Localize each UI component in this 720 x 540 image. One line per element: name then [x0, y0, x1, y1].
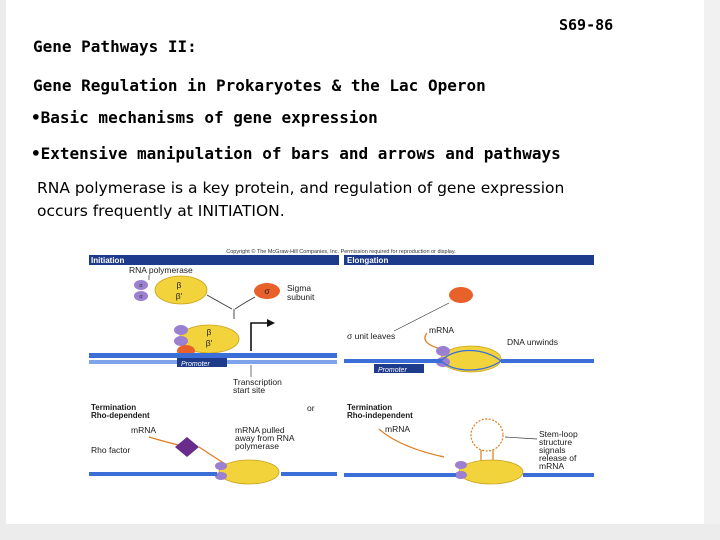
- rho-dependent-heading: Rho-dependent: [91, 411, 150, 420]
- alpha-subunit: [436, 346, 450, 356]
- alpha-subunit: [134, 280, 148, 290]
- right-border: [704, 0, 720, 540]
- mrna-pulled-label-2: away from RNA: [235, 433, 295, 443]
- sigma-leaves-label: σ unit leaves: [347, 331, 395, 341]
- stem-loop-label-5: mRNA: [539, 461, 564, 471]
- alpha-subunit: [215, 472, 227, 480]
- beta-prime-label: β': [176, 291, 183, 301]
- alpha-subunit: [215, 462, 227, 470]
- termination-heading: Termination: [91, 403, 136, 412]
- mrna-strand: [424, 332, 442, 350]
- rho-independent-mrna-label: mRNA: [385, 424, 410, 434]
- title-line-2: Gene Regulation in Prokaryotes & the Lac…: [33, 76, 486, 95]
- elongating-polymerase: [436, 345, 502, 373]
- beta-label: β: [177, 280, 182, 290]
- binding-arrow: [206, 294, 233, 310]
- promoter-box: [177, 358, 227, 367]
- rna-polymerase-label: RNA polymerase: [129, 265, 193, 275]
- promoter-box: [374, 364, 424, 373]
- title-line-1: Gene Pathways II:: [33, 37, 197, 56]
- start-arrowhead: [267, 319, 275, 327]
- transcription-bubble: [440, 350, 502, 371]
- alpha-subunit: [455, 461, 467, 469]
- alpha-subunit: [134, 291, 148, 301]
- alpha-label: α: [139, 283, 143, 289]
- alpha-subunit: [174, 325, 188, 335]
- beta-prime-label: β': [206, 338, 213, 348]
- left-border: [0, 0, 6, 540]
- sigma-subunit-label-2: subunit: [287, 292, 315, 302]
- rho-factor: [175, 437, 199, 457]
- promoter-label: Promoter: [378, 367, 407, 374]
- sigma-label: σ: [264, 286, 270, 296]
- mrna-pulled-label-1: mRNA pulled: [235, 425, 285, 435]
- rho-mrna-label: mRNA: [131, 425, 156, 435]
- note-text-line: RNA polymerase is a key protein, and reg…: [37, 179, 565, 197]
- free-rna-polymerase: α α β β': [134, 275, 208, 305]
- initiation-heading: Initiation: [91, 256, 124, 265]
- alpha-subunit: [174, 336, 188, 346]
- dna-strand: [501, 359, 594, 363]
- or-label: or: [307, 403, 315, 413]
- elongation-heading: Elongation: [347, 256, 388, 265]
- bottom-border: [0, 524, 720, 540]
- holoenzyme: β β': [174, 324, 240, 357]
- dna-strand: [344, 473, 456, 477]
- termination-heading: Termination: [347, 403, 392, 412]
- termination-rho-dependent-panel: Termination Rho-dependent or mRNA mRNA p…: [89, 403, 337, 485]
- alpha-subunit: [455, 471, 467, 479]
- stem-loop: [470, 418, 504, 463]
- sigma-subunit: [254, 283, 280, 299]
- figure-copyright: Copyright © The McGraw-Hill Companies, I…: [226, 248, 456, 255]
- transcription-figure: Copyright © The McGraw-Hill Companies, I…: [89, 247, 594, 492]
- released-polymerase: [455, 459, 524, 485]
- initiation-header-bar: [89, 255, 339, 265]
- polymerase-core: [458, 459, 524, 485]
- dna-unwinds-label: DNA unwinds: [507, 337, 558, 347]
- sigma-subunit: [449, 287, 473, 303]
- dna-strand: [281, 472, 337, 476]
- dna-strand: [89, 472, 217, 476]
- stem-loop-label-4: release of: [539, 453, 577, 463]
- transcription-start-label-2: start site: [233, 385, 265, 395]
- label-pointer: [504, 436, 538, 440]
- mrna-strand: [378, 428, 445, 458]
- bullet-item: •Extensive manipulation of bars and arro…: [31, 144, 561, 163]
- stem-loop-label-2: structure: [539, 437, 572, 447]
- start-arrow: [250, 322, 267, 351]
- dna-strand: [89, 353, 337, 358]
- binding-arrow: [234, 296, 256, 310]
- alpha-label: α: [139, 294, 143, 300]
- elongation-panel: Elongation σ unit leaves mRNA DNA unwind…: [344, 255, 594, 374]
- rho-factor-label: Rho factor: [91, 445, 130, 455]
- slide-number: S69-86: [559, 16, 614, 34]
- terminating-polymerase: [215, 459, 280, 485]
- mrna-pulled-label-3: polymerase: [235, 441, 279, 451]
- stem-loop-label-3: signals: [539, 445, 565, 455]
- elongation-mrna-label: mRNA: [429, 325, 454, 335]
- elongation-header-bar: [344, 255, 594, 265]
- stem-loop-label-1: Stem-loop: [539, 429, 578, 439]
- rho-independent-heading: Rho-independent: [347, 411, 413, 420]
- polymerase-core: [440, 345, 502, 373]
- note-text-line: occurs frequently at INITIATION.: [37, 202, 285, 220]
- dna-strand: [344, 359, 442, 363]
- stem-loop-structure: [470, 418, 504, 452]
- transcription-diagram: Copyright © The McGraw-Hill Companies, I…: [89, 248, 594, 485]
- termination-rho-independent-panel: Termination Rho-independent mRNA Stem-lo…: [344, 403, 594, 485]
- beta-label: β: [207, 327, 212, 337]
- promoter-label: Promoter: [181, 361, 210, 368]
- initiation-panel: Initiation RNA polymerase α α β β' σ Sig…: [89, 255, 339, 395]
- dna-strand: [523, 473, 594, 477]
- bullet-item: •Basic mechanisms of gene expression: [31, 108, 378, 127]
- transcription-start-label-1: Transcription: [233, 377, 282, 387]
- polymerase-core: [218, 459, 280, 485]
- sigma-subunit-label-1: Sigma: [287, 283, 311, 293]
- polymerase-core: [154, 275, 208, 305]
- label-pointer: [393, 302, 450, 332]
